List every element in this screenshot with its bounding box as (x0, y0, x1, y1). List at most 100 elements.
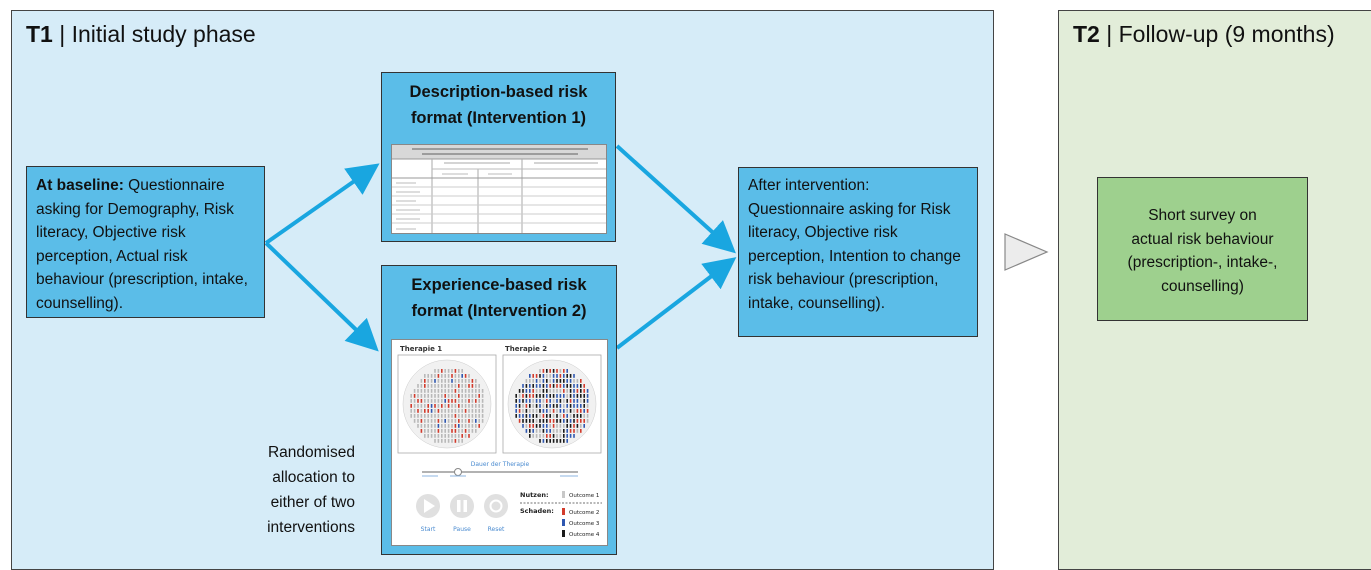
population-person (583, 394, 585, 398)
population-person (552, 404, 555, 408)
population-person (424, 389, 426, 393)
experience-based-title: Experience-based risk format (Interventi… (382, 266, 616, 324)
population-person (441, 409, 443, 413)
population-person (478, 424, 480, 428)
population-person (525, 389, 528, 393)
population-person (468, 424, 470, 428)
population-person (569, 389, 572, 393)
population-person (566, 424, 568, 428)
population-person (529, 384, 531, 388)
population-person (441, 419, 443, 423)
population-person (430, 434, 433, 438)
population-person (566, 409, 568, 413)
t1-label: T1 (26, 21, 53, 47)
population-person (542, 399, 545, 403)
population-person (580, 394, 582, 398)
population-person (529, 434, 531, 438)
population-person (522, 409, 524, 413)
population-person (444, 414, 446, 418)
population-person (573, 414, 575, 418)
population-person (532, 419, 534, 423)
population-person (447, 419, 450, 423)
population-person (424, 394, 426, 398)
duration-slider-handle[interactable] (454, 468, 462, 476)
therapy-1-population (402, 359, 492, 449)
population-person (518, 399, 521, 403)
population-person (576, 424, 579, 428)
population-person (424, 384, 426, 388)
population-person (552, 369, 555, 373)
population-person (447, 369, 450, 373)
population-person (549, 424, 551, 428)
population-person (471, 409, 474, 413)
population-person (539, 434, 541, 438)
population-person (417, 414, 419, 418)
population-person (556, 434, 558, 438)
population-person (525, 384, 528, 388)
population-person (468, 404, 470, 408)
population-person (549, 369, 551, 373)
population-person (546, 424, 548, 428)
population-person (576, 409, 579, 413)
reset-button[interactable]: Reset (484, 494, 508, 533)
population-person (478, 414, 480, 418)
population-person (427, 384, 429, 388)
population-person (580, 424, 582, 428)
population-person (420, 399, 423, 403)
population-person (437, 414, 440, 418)
population-person (458, 399, 460, 403)
population-person (573, 394, 575, 398)
after-intervention-box: After intervention: Questionnaire asking… (738, 167, 978, 337)
population-person (549, 374, 551, 378)
population-person (552, 389, 555, 393)
population-person (475, 419, 477, 423)
population-person (458, 369, 460, 373)
population-person (586, 414, 589, 418)
population-person (546, 414, 548, 418)
population-person (447, 414, 450, 418)
population-person (427, 374, 429, 378)
population-person (542, 414, 545, 418)
arrow-baseline-to-description (264, 163, 380, 245)
population-person (475, 414, 477, 418)
population-person (535, 394, 538, 398)
population-person (430, 389, 433, 393)
population-person (427, 434, 429, 438)
population-person (542, 429, 545, 433)
population-person (569, 434, 572, 438)
population-person (430, 414, 433, 418)
population-person (413, 389, 416, 393)
description-title-line-1: Description-based risk (409, 83, 588, 101)
population-person (464, 424, 467, 428)
population-person (542, 379, 545, 383)
population-person (535, 379, 538, 383)
population-person (424, 379, 426, 383)
population-person (458, 389, 460, 393)
population-person (444, 379, 446, 383)
population-person (563, 374, 565, 378)
start-button[interactable]: Start (416, 494, 440, 533)
population-person (451, 434, 453, 438)
population-person (427, 404, 429, 408)
population-person (458, 404, 460, 408)
population-person (522, 384, 524, 388)
population-person (569, 399, 572, 403)
population-person (532, 394, 534, 398)
population-person (447, 409, 450, 413)
population-person (478, 399, 480, 403)
population-person (522, 414, 524, 418)
population-person (475, 399, 477, 403)
population-person (417, 389, 419, 393)
population-person (434, 434, 436, 438)
population-person (458, 409, 460, 413)
population-person (461, 394, 463, 398)
pause-button[interactable]: Pause (450, 494, 474, 533)
population-person (559, 414, 562, 418)
population-person (576, 394, 579, 398)
population-person (525, 424, 528, 428)
population-person (535, 399, 538, 403)
population-person (437, 434, 440, 438)
population-person (580, 379, 582, 383)
population-person (468, 409, 470, 413)
population-person (437, 439, 440, 443)
